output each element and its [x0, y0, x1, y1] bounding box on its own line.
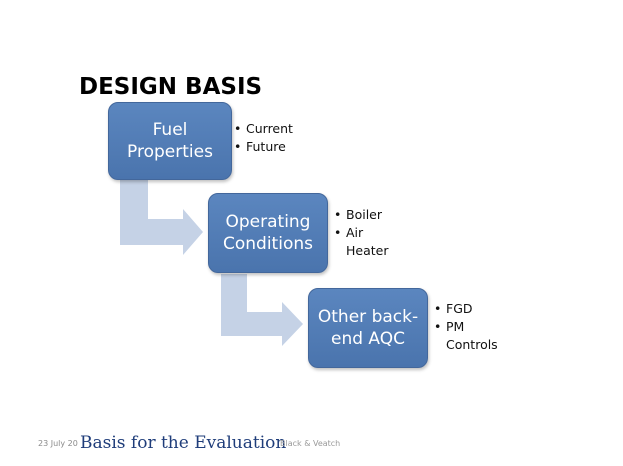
- step-2-label-line-2: Conditions: [223, 234, 313, 254]
- step-2-bullet-2-line-2: Heater: [346, 243, 389, 258]
- step-2-label-line-1: Operating: [225, 212, 311, 232]
- step-3-bullet-1: FGD: [434, 300, 498, 318]
- step-2-bullets: Boiler Air Heater: [334, 206, 388, 260]
- footer-title: Basis for the Evaluation: [80, 433, 287, 453]
- step-1-label-line-2: Properties: [127, 142, 213, 162]
- step-3-bullets: FGD PM Controls: [434, 300, 498, 354]
- step-3-bullet-2: PM Controls: [434, 318, 498, 354]
- step-2-bullet-2: Air Heater: [334, 224, 388, 260]
- step-1-bullet-1: Current: [234, 120, 293, 138]
- step-3-bullet-2-line-1: PM: [446, 319, 465, 334]
- step-1-bullets: Current Future: [234, 120, 293, 156]
- step-1-bullet-2: Future: [234, 138, 293, 156]
- step-3-label-line-2: end AQC: [330, 329, 405, 349]
- step-2-bullet-1: Boiler: [334, 206, 388, 224]
- step-box-other-back-end-aqc: Other back- end AQC: [308, 288, 428, 368]
- step-3-label-line-1: Other back-: [317, 307, 419, 327]
- step-3-bullet-2-line-2: Controls: [446, 337, 498, 352]
- slide-title: DESIGN BASIS: [79, 74, 263, 100]
- footer-brand: Black & Veatch: [280, 439, 341, 448]
- step-box-fuel-properties: Fuel Properties: [108, 102, 232, 180]
- step-1-label-line-1: Fuel: [152, 120, 188, 140]
- step-box-operating-conditions: Operating Conditions: [208, 193, 328, 273]
- bent-arrow-1: [120, 180, 203, 255]
- step-2-bullet-2-line-1: Air: [346, 225, 364, 240]
- bent-arrow-2: [221, 274, 303, 346]
- footer-date: 23 July 20: [38, 439, 78, 448]
